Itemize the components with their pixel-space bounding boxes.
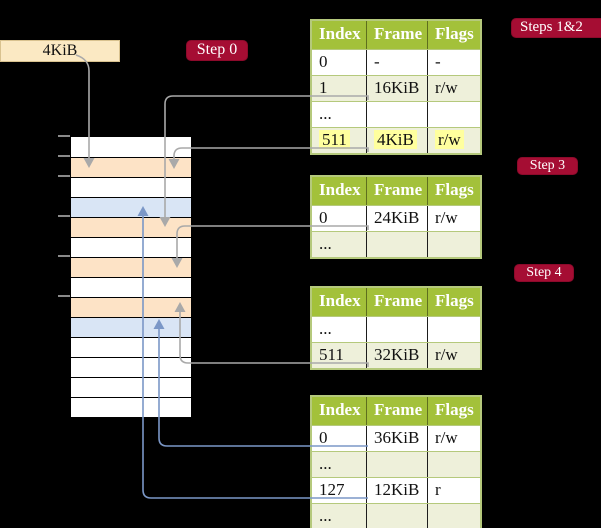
memory-row-12 (71, 377, 191, 397)
memory-row-11 (71, 357, 191, 377)
table-cell: ... (319, 234, 332, 253)
table-cell: 511 (312, 128, 366, 153)
column-header: Frame (366, 21, 427, 49)
table-cell (427, 232, 480, 257)
step-3-badge: Step 3 (517, 157, 578, 175)
column-header: Flags (427, 21, 480, 49)
step-0-badge: Step 0 (186, 40, 248, 61)
column-header: Flags (427, 288, 480, 316)
memory-row-13 (71, 397, 191, 417)
memory-row-2 (71, 177, 191, 197)
table-cell (366, 504, 427, 528)
table-cell: r/w (427, 343, 480, 368)
table-cell: 16KiB (366, 76, 427, 101)
table-cell: r/w (427, 76, 480, 101)
table-row: ... (312, 451, 480, 477)
highlighted-value: 511 (319, 130, 350, 149)
table-cell (427, 317, 480, 342)
table-row: ... (312, 503, 480, 528)
address-tick-4 (58, 255, 70, 257)
memory-row-0 (71, 137, 191, 157)
table-cell: 511 (319, 345, 344, 364)
column-header: Index (319, 400, 361, 419)
address-tick-1 (58, 155, 70, 157)
table-row: 511 4KiB r/w (312, 127, 480, 153)
table-cell: 1 (319, 78, 328, 97)
memory-row-9 (71, 317, 191, 337)
table-cell: r/w (427, 426, 480, 451)
table-cell (427, 102, 480, 127)
memory-row-7 (71, 277, 191, 297)
column-header: Flags (427, 397, 480, 425)
table-cell (427, 452, 480, 477)
table-cell: 127 (319, 480, 345, 499)
table-cell (427, 504, 480, 528)
memory-row-6 (71, 257, 191, 277)
column-header: Index (319, 180, 361, 199)
column-header: Index (319, 24, 361, 43)
memory-row-10 (71, 337, 191, 357)
table-cell: 4KiB (366, 128, 427, 153)
table-cell: - (427, 50, 480, 75)
table-cell: ... (319, 104, 332, 123)
table-row: ... (312, 101, 480, 127)
address-tick-5 (58, 295, 70, 297)
memory-row-1 (71, 157, 191, 177)
address-tick-3 (58, 215, 70, 217)
table-cell: 0 (319, 52, 328, 71)
highlighted-value: r/w (435, 130, 464, 149)
memory-row-4 (71, 217, 191, 237)
column-header: Flags (427, 177, 480, 205)
table-cell (366, 317, 427, 342)
steps-1-2-badge: Steps 1&2 (511, 18, 601, 38)
step-4-badge: Step 4 (514, 264, 574, 282)
column-header: Frame (366, 288, 427, 316)
table-cell: 0 (319, 428, 328, 447)
table-cell: 32KiB (366, 343, 427, 368)
memory-stack (70, 136, 192, 418)
table-cell: r (427, 478, 480, 503)
column-header: Frame (366, 177, 427, 205)
table-cell: ... (319, 319, 332, 338)
table-cell: 24KiB (366, 206, 427, 231)
table-cell: 36KiB (366, 426, 427, 451)
root-table-address-box: 4KiB (0, 40, 120, 62)
table-cell (366, 102, 427, 127)
table-cell: 0 (319, 208, 328, 227)
table-cell (366, 232, 427, 257)
table-row: ... (312, 316, 480, 342)
table-row: ... (312, 231, 480, 257)
table-cell: 12KiB (366, 478, 427, 503)
highlighted-value: 4KiB (374, 130, 417, 149)
address-tick-0 (58, 135, 70, 137)
table-cell: - (366, 50, 427, 75)
table-cell: r/w (427, 206, 480, 231)
table-row: 0 -- (312, 49, 480, 75)
table-cell: r/w (427, 128, 480, 153)
memory-row-3 (71, 197, 191, 217)
table-cell: ... (319, 454, 332, 473)
table-cell: ... (319, 506, 332, 525)
column-header: Index (319, 291, 361, 310)
column-header: Frame (366, 397, 427, 425)
memory-row-5 (71, 237, 191, 257)
table-cell (366, 452, 427, 477)
memory-row-8 (71, 297, 191, 317)
address-tick-2 (58, 175, 70, 177)
